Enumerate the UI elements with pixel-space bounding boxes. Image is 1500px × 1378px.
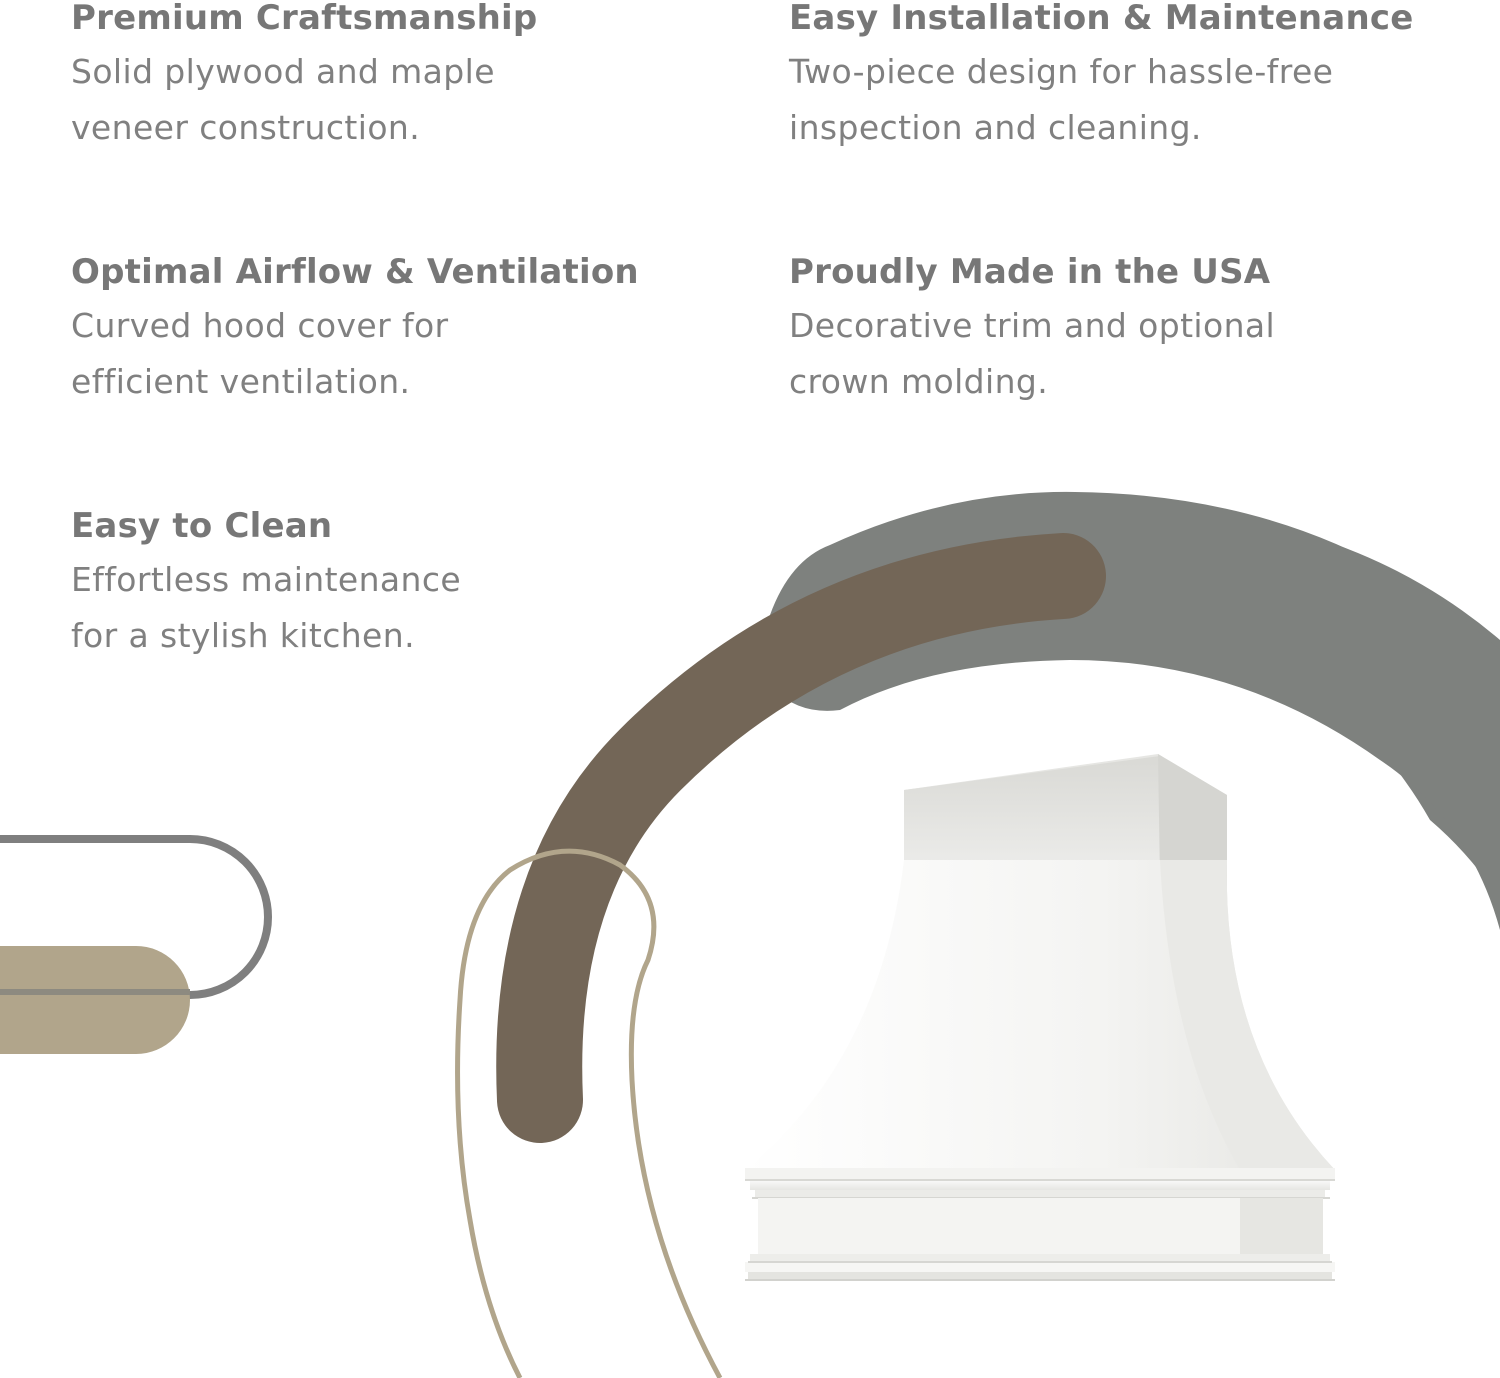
feature-description: Curved hood cover for efficient ventilat… [71,298,711,410]
range-hood-illustration [745,754,1335,1281]
feature-title: Easy Installation & Maintenance [789,0,1414,38]
feature-line: inspection and cleaning. [789,108,1202,147]
feature-description: Two-piece design for hassle-free inspect… [789,44,1489,156]
feature-title: Optimal Airflow & Ventilation [71,252,639,292]
gray-arc [800,512,1500,900]
feature-description: Solid plywood and maple veneer construct… [71,44,711,156]
feature-line: efficient ventilation. [71,362,411,401]
feature-line: crown molding. [789,362,1049,401]
tan-outline-loop [455,848,723,1378]
tan-filled-pill [0,946,190,1054]
feature-line: Effortless maintenance [71,560,462,599]
feature-line: for a stylish kitchen. [71,616,415,655]
feature-premium-craftsmanship: Premium Craftsmanship Solid plywood and … [71,0,711,156]
feature-easy-to-clean: Easy to Clean Effortless maintenance for… [71,506,711,664]
gray-outline-pill [0,835,272,999]
feature-line: Curved hood cover for [71,306,449,345]
feature-made-in-usa: Proudly Made in the USA Decorative trim … [789,252,1489,410]
feature-line: Decorative trim and optional [789,306,1276,345]
feature-line: Solid plywood and maple [71,52,495,91]
gray-arc-band [763,491,1500,930]
feature-line: veneer construction. [71,108,421,147]
feature-optimal-airflow: Optimal Airflow & Ventilation Curved hoo… [71,252,711,410]
feature-description: Effortless maintenance for a stylish kit… [71,552,711,664]
feature-description: Decorative trim and optional crown moldi… [789,298,1489,410]
feature-title: Easy to Clean [71,506,333,546]
feature-easy-installation: Easy Installation & Maintenance Two-piec… [789,0,1489,156]
feature-title: Proudly Made in the USA [789,252,1271,292]
feature-line: Two-piece design for hassle-free [789,52,1334,91]
feature-title: Premium Craftsmanship [71,0,538,38]
